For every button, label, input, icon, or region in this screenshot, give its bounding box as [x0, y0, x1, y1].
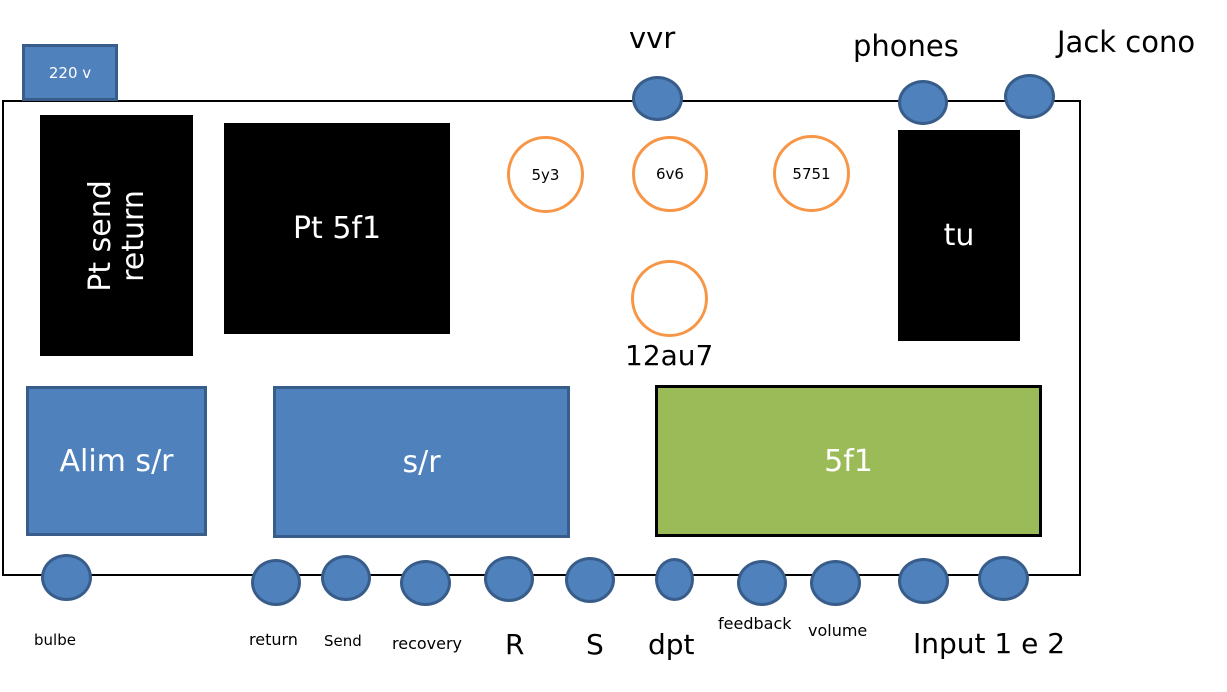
vvr-knob — [632, 76, 683, 121]
alim-sr-block: Alim s/r — [26, 386, 207, 536]
phones-jack — [898, 80, 948, 125]
board-5f1-block: 5f1 — [655, 385, 1042, 537]
tube-12au7 — [631, 260, 708, 337]
feedback-label: feedback — [718, 614, 792, 633]
volume-label: volume — [808, 621, 868, 640]
tube-5751: 5751 — [773, 135, 850, 212]
tube-6v6: 6v6 — [632, 136, 708, 212]
return-label: return — [249, 630, 298, 649]
input-label: Input 1 e 2 — [913, 627, 1066, 660]
bulbe-knob — [41, 554, 92, 601]
s-label: S — [586, 628, 604, 661]
sr-label: s/r — [402, 444, 441, 480]
tu-block: tu — [898, 130, 1020, 341]
pt-5f1-block: Pt 5f1 — [224, 123, 450, 334]
bulbe-label: bulbe — [34, 631, 76, 649]
volume-knob — [810, 560, 861, 606]
jack-cono — [1004, 74, 1055, 119]
send-jack — [321, 555, 371, 601]
send-label: Send — [324, 632, 362, 650]
tube-12au7-label: 12au7 — [625, 339, 714, 372]
sr-block: s/r — [273, 386, 570, 538]
tu-label: tu — [943, 218, 975, 253]
pt-send-label: Pt send — [82, 179, 118, 292]
jack-cono-label: Jack cono — [1057, 25, 1196, 59]
power-220v-box: 220 v — [22, 44, 118, 101]
input-2-jack — [978, 556, 1029, 601]
tube-5y3: 5y3 — [507, 136, 584, 213]
feedback-knob — [737, 560, 787, 606]
input-1-jack — [898, 558, 949, 604]
vvr-label: vvr — [629, 21, 676, 55]
r-label: R — [505, 628, 525, 661]
r-knob — [484, 556, 534, 602]
dpt-switch — [655, 558, 694, 601]
tube-label: 5751 — [792, 164, 831, 183]
dpt-label: dpt — [648, 628, 695, 661]
tube-label: 5y3 — [531, 165, 560, 184]
power-label: 220 v — [48, 63, 92, 82]
alim-label: Alim s/r — [59, 443, 174, 479]
s-knob — [565, 557, 615, 603]
tube-label: 6v6 — [656, 165, 684, 183]
recovery-label: recovery — [392, 634, 463, 653]
pt-return-label: return — [115, 189, 151, 282]
chassis-outline — [2, 100, 1081, 576]
return-jack — [251, 559, 301, 606]
board-5f1-label: 5f1 — [824, 443, 873, 479]
pt-5f1-label: Pt 5f1 — [292, 211, 382, 246]
recovery-knob — [400, 560, 451, 606]
phones-label: phones — [853, 29, 959, 63]
